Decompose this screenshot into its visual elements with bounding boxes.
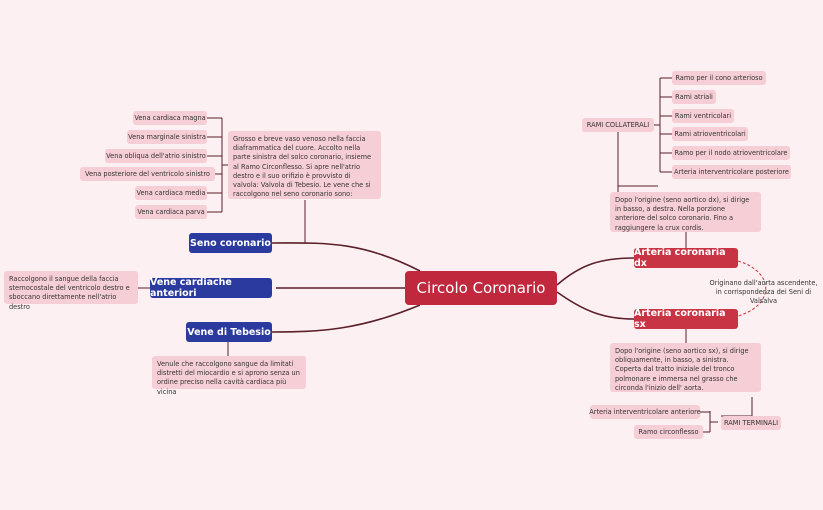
node-vene-cardiache-anteriori[interactable]: Vene cardiache anteriori (150, 277, 272, 299)
link-tebesio (271, 304, 421, 333)
branch-item: Ramo per il cono arterioso (672, 71, 766, 85)
dx-description: Dopo l'origine (seno aortico dx), si dir… (610, 192, 761, 232)
node-seno-coronario[interactable]: Seno coronario (189, 233, 272, 253)
seno-description: Grosso e breve vaso venoso nella faccia … (228, 131, 381, 199)
vein-item: Vena marginale sinistra (127, 130, 207, 144)
node-vene-di-tebesio[interactable]: Vene di Tebesio (186, 322, 272, 342)
origin-note: Originano dall'aorta ascendente, in corr… (709, 279, 818, 306)
vein-item: Vena obliqua dell'atrio sinistro (105, 149, 207, 163)
rami-collaterali-label: RAMI COLLATERALI (582, 118, 654, 132)
link-dx (556, 257, 635, 286)
branch-item: Ramo circonflesso (634, 425, 703, 439)
branch-item: Rami ventricolari (672, 109, 734, 123)
anteriori-description: Raccolgono il sangue della faccia sterno… (4, 271, 138, 311)
link-seno (271, 242, 421, 272)
rami-terminali-label: RAMI TERMINALI (721, 416, 781, 430)
branch-item: Rami atrioventricolari (672, 127, 748, 141)
vein-item: Vena cardiaca media (135, 186, 207, 200)
branch-item: Rami atriali (672, 90, 716, 104)
branch-item: Arteria interventricolare posteriore (672, 165, 791, 179)
node-arteria-coronaria-dx[interactable]: Arteria coronaria dx (634, 247, 738, 269)
dashed-relation (737, 260, 767, 317)
sx-description: Dopo l'origine (seno aortico sx), si dir… (610, 343, 761, 392)
vein-item: Vena posteriore del ventricolo sinistro (80, 167, 215, 181)
node-arteria-coronaria-sx[interactable]: Arteria coronaria sx (634, 308, 738, 330)
link-sx (556, 291, 635, 320)
vein-item: Vena cardiaca parva (135, 205, 207, 219)
central-topic[interactable]: Circolo Coronario (405, 271, 557, 305)
vein-item: Vena cardiaca magna (133, 111, 207, 125)
tebesio-description: Venule che raccolgono sangue da limitati… (152, 356, 306, 396)
branch-item: Ramo per il nodo atrioventricolare (672, 146, 790, 160)
branch-item: Arteria interventricolare anteriore (589, 405, 701, 419)
